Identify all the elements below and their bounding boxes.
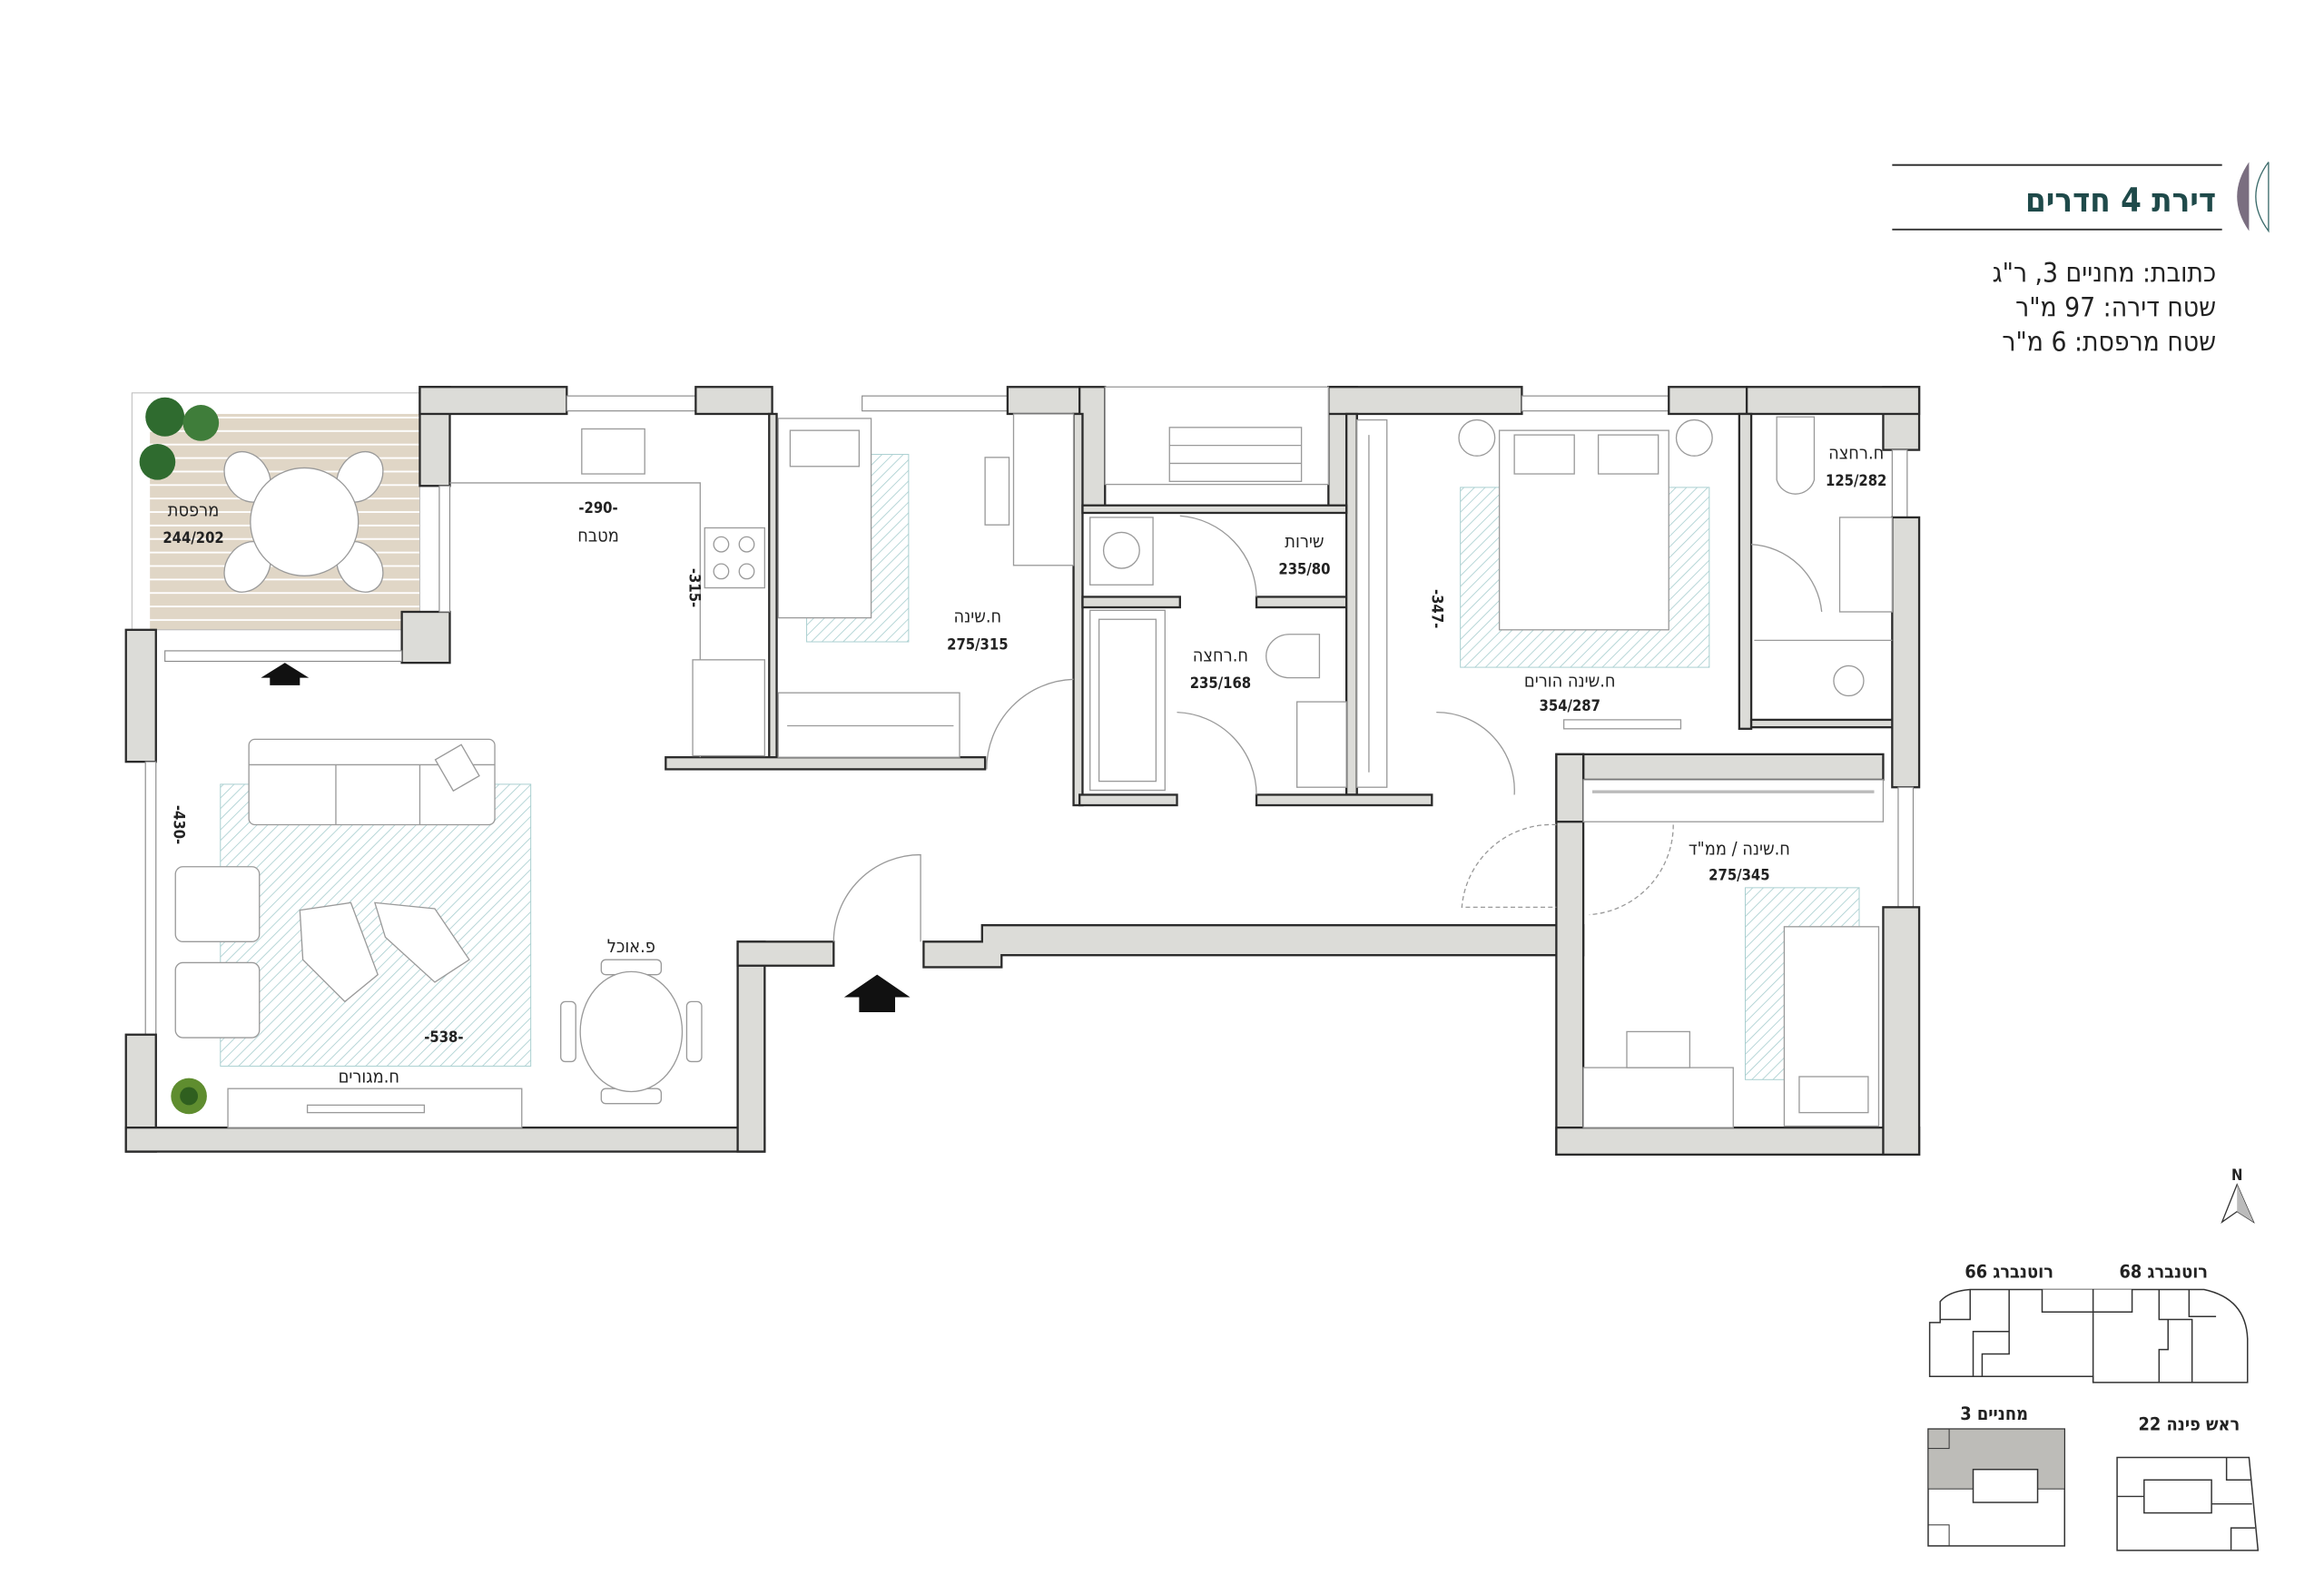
kitchen-width-dim: -290-	[578, 499, 617, 517]
dining-table	[560, 959, 703, 1105]
tv-icon	[1562, 719, 1682, 730]
logo-icon	[2237, 162, 2270, 233]
door-swing	[1177, 711, 1257, 795]
room-name-dining: פ.אוכל	[607, 936, 655, 957]
desk-chair	[984, 457, 1010, 526]
sink-icon	[1838, 517, 1893, 613]
shower-drain-icon	[1833, 665, 1865, 697]
washing-machine-icon	[1089, 517, 1154, 586]
building-machanayim-3-highlighted	[1927, 1428, 2066, 1547]
double-bed	[1458, 418, 1713, 631]
walls	[124, 386, 1921, 1157]
armchairs	[174, 866, 470, 1039]
safe-room-wardrobe	[1582, 779, 1885, 822]
desk	[1582, 1067, 1734, 1128]
desk-chair	[1626, 1030, 1691, 1068]
main-entrance-arrow-icon	[843, 974, 911, 1012]
plant-icon	[139, 397, 220, 480]
room-name-utility: שירות	[1285, 531, 1324, 552]
entrance-door-swing	[832, 853, 921, 942]
stove-icon	[704, 527, 765, 589]
balcony-area-text: שטח מרפסת: 6 מ"ר	[2002, 327, 2216, 359]
room-name-bathroom: ח.רחצה	[1193, 645, 1248, 665]
desk	[1012, 413, 1075, 566]
room-name-kitchen: מטבח	[577, 525, 619, 546]
toilet-icon	[1265, 634, 1321, 679]
key-plan-label-rotenberg-66: רוטנברג 66	[1965, 1261, 2053, 1282]
room-size-bathroom: 235/168	[1190, 674, 1251, 692]
door-swing	[1436, 711, 1515, 795]
key-plan-label-machanayim-3: מחניים 3	[1960, 1403, 2028, 1424]
apartment-title: דירת 4 חדרים	[2025, 181, 2216, 220]
toilet-icon	[1776, 416, 1816, 495]
room-name-master-bathroom: ח.רחצה	[1828, 443, 1884, 464]
room-size-master-bathroom: 125/282	[1826, 472, 1886, 489]
master-wardrobe	[1356, 418, 1388, 788]
bath-sink-icon	[1295, 701, 1347, 788]
living-length-dim: -538-	[424, 1029, 463, 1046]
room-size-bedroom: 275/315	[947, 635, 1008, 653]
room-size-utility: 235/80	[1278, 561, 1330, 578]
address-text: כתובת: מחניים 3, ר"ג	[1993, 258, 2216, 290]
header: דירת 4 חדרים כתובת: מחניים 3, ר"ג שטח די…	[1892, 162, 2270, 359]
key-plan-label-rotenberg-68: רוטנברג 68	[2120, 1261, 2209, 1282]
room-size-balcony: 244/202	[162, 529, 223, 546]
living-rug	[220, 783, 532, 1067]
room-size-safe-room: 275/345	[1709, 867, 1769, 884]
door-swing	[986, 678, 1074, 770]
fridge-icon	[692, 659, 765, 757]
single-bed	[1783, 926, 1880, 1127]
single-bed	[777, 418, 872, 619]
sofa	[248, 738, 496, 826]
door-swing	[1179, 515, 1257, 597]
room-name-bedroom: ח.שינה	[954, 606, 1002, 627]
building-rotenberg	[1928, 1288, 2249, 1383]
room-size-master-bedroom: 354/287	[1540, 697, 1600, 714]
room-name-master-bedroom: ח.שינה הורים	[1524, 671, 1616, 692]
wardrobe	[777, 692, 960, 758]
kitchen-depth-dim: -315-	[686, 568, 704, 607]
compass: N	[2221, 1167, 2255, 1224]
door-swing	[1751, 543, 1823, 613]
room-name-safe-room: ח.שינה / ממ"ד	[1689, 839, 1790, 860]
balcony-dining-set	[223, 450, 384, 593]
master-length-dim: -347-	[1428, 589, 1445, 628]
key-plan: רוטנברג 66 רוטנברג 68 מחניים 3 ראש פינה …	[1927, 1261, 2260, 1551]
blast-door-swing	[1461, 823, 1557, 909]
apartment-area-text: שטח דירה: 97 מ"ר	[2015, 292, 2216, 324]
entry-arrow-icon	[261, 663, 310, 685]
building-rosh-pina-22	[2116, 1456, 2260, 1551]
sink-icon	[581, 428, 645, 475]
room-name-living: ח.מגורים	[339, 1067, 399, 1088]
plant-icon	[171, 1078, 207, 1115]
key-plan-label-rosh-pina-22: ראש פינה 22	[2139, 1414, 2240, 1435]
kitchen-counter	[449, 428, 765, 758]
floor-plan: מרפסת 244/202 -290- מטבח -315- ח.שינה 27…	[124, 386, 1921, 1157]
north-label: N	[2231, 1167, 2242, 1184]
room-name-balcony: מרפסת	[168, 499, 220, 520]
living-width-dim: -430-	[171, 805, 188, 844]
ac-unit-icon	[1168, 427, 1303, 482]
tv-icon	[306, 1104, 426, 1114]
